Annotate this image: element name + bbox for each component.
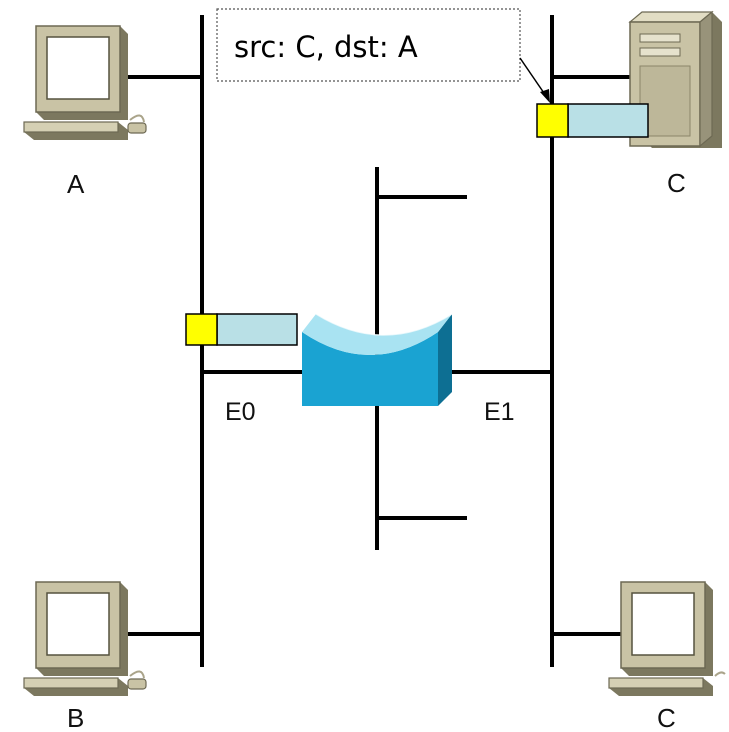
desktop-computer-icon (23, 25, 147, 140)
bridge (302, 313, 453, 406)
frame-at-c (536, 103, 649, 138)
tower-server-icon (628, 10, 722, 148)
frame-callout: src: C, dst: A (216, 8, 550, 103)
computer-a-label: A (67, 169, 85, 199)
bridge-icon (302, 313, 453, 406)
callout-arrow (519, 57, 547, 97)
desktop-computer-icon (23, 581, 147, 696)
computer-c-server-label: C (667, 168, 686, 198)
computer-a (23, 25, 147, 140)
callout-text: src: C, dst: A (234, 30, 418, 64)
computer-c-desktop-label: C (657, 703, 676, 732)
desktop-computer-icon (608, 581, 726, 696)
frame-body (216, 313, 298, 346)
frame-body (567, 103, 649, 138)
frame-at-bridge (185, 313, 298, 346)
computer-b (23, 581, 147, 696)
port-e1-label: E1 (484, 398, 515, 426)
computer-c-desktop (608, 581, 726, 696)
callout-box (216, 8, 521, 82)
computer-c-server (628, 10, 722, 148)
callout-arrowhead (540, 89, 550, 103)
frame-header (536, 103, 569, 138)
port-e0-label: E0 (225, 398, 256, 426)
computer-b-label: B (67, 703, 84, 732)
frame-header (185, 313, 218, 346)
